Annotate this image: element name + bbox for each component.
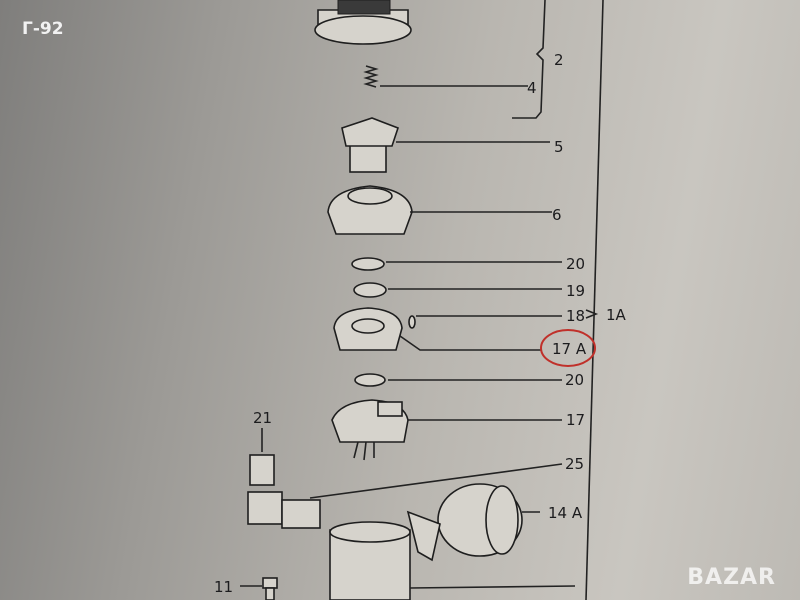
plug-part [247, 463, 563, 529]
callout-18: 18 [566, 307, 585, 325]
group-1a-brace-tip [585, 309, 599, 319]
group-2-brace [512, 0, 546, 119]
small-ring-part [408, 315, 562, 329]
distributor-cap-part [314, 0, 412, 45]
callout-20-upper: 20 [566, 255, 585, 273]
distributor-housing-part [329, 521, 576, 600]
dust-shield-part [327, 185, 552, 235]
callout-17a: 17 A [552, 340, 587, 358]
circlip-upper-part [351, 257, 562, 271]
callout-17: 17 [566, 411, 585, 429]
callout-19: 19 [566, 282, 585, 300]
highlight-circle [540, 329, 596, 367]
callout-20-lower: 20 [565, 371, 584, 389]
callout-14a: 14 A [548, 504, 583, 522]
trigger-wheel-part [333, 307, 542, 351]
hall-sender-part [331, 399, 562, 461]
washer-part [353, 282, 562, 298]
callout-5: 5 [554, 138, 564, 156]
callout-4: 4 [527, 79, 537, 97]
group-1a-bracket-line [585, 0, 604, 600]
bazar-logo-watermark: BAZAR [687, 565, 776, 590]
callout-11: 11 [214, 578, 233, 596]
callout-25: 25 [565, 455, 584, 473]
circlip-lower-part [354, 373, 562, 387]
callout-21: 21 [253, 409, 272, 427]
callout-2: 2 [554, 51, 564, 69]
rotor-part [341, 117, 550, 173]
connector-part [249, 428, 275, 486]
bolt-part [240, 577, 278, 600]
callout-1a: 1A [606, 306, 627, 324]
vacuum-unit-part [406, 483, 540, 562]
listing-code-watermark: Г-92 [22, 19, 64, 39]
callout-6: 6 [552, 206, 562, 224]
spring-part [363, 65, 528, 88]
